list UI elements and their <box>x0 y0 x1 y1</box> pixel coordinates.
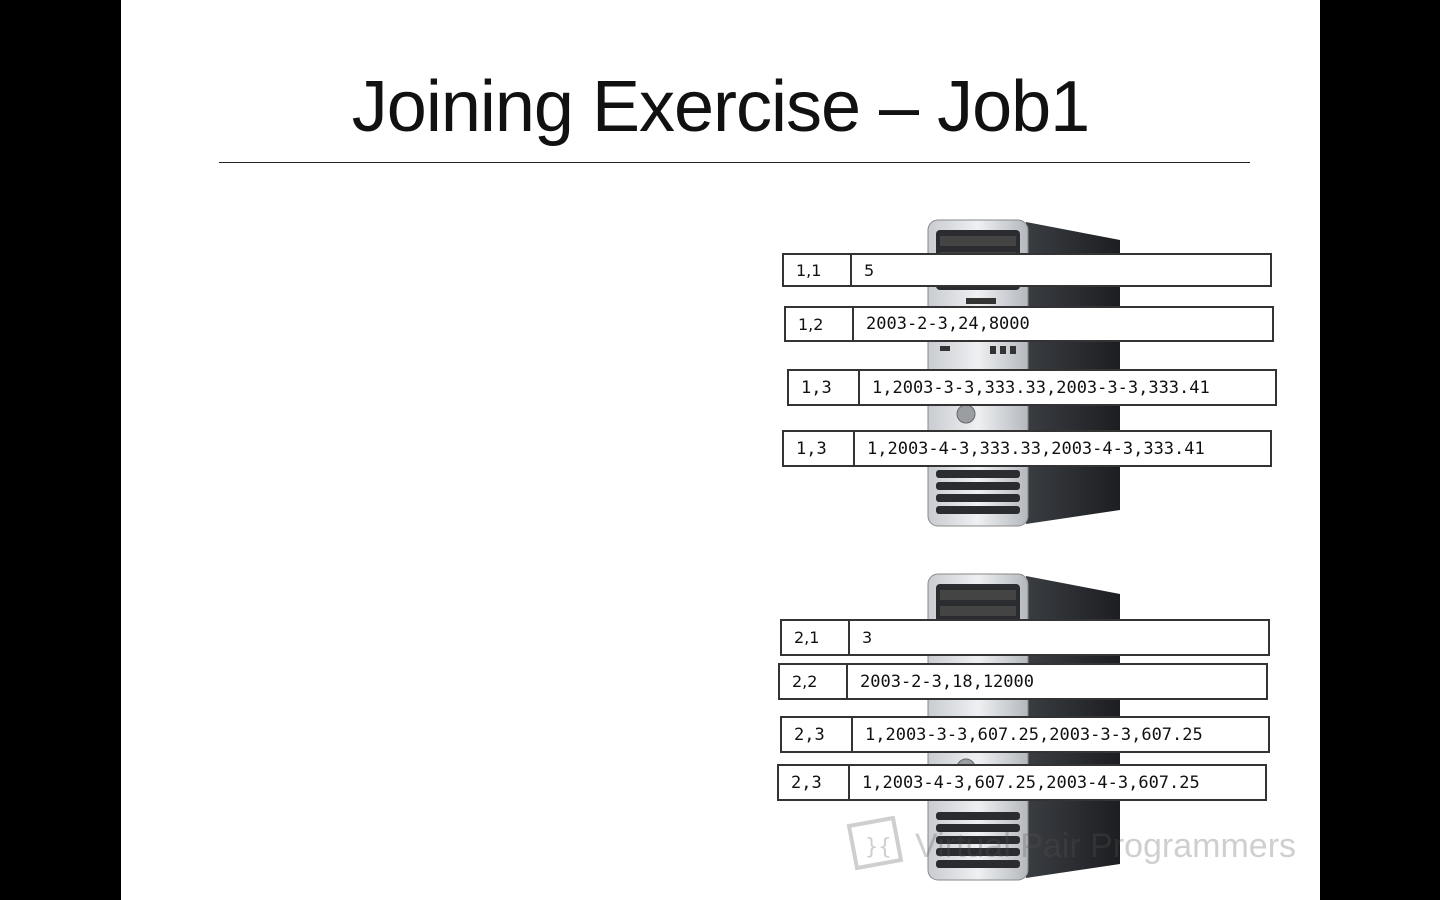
row-value: 3 <box>862 628 873 647</box>
key-value-row: 2,1 3 <box>780 619 1270 656</box>
key-value-row: 2,2 2003-2-3,18,12000 <box>778 663 1268 700</box>
row-value: 1,2003-4-3,333.33,2003-4-3,333.41 <box>867 438 1205 459</box>
row-value: 1,2003-3-3,607.25,2003-3-3,607.25 <box>865 724 1203 745</box>
row-value: 2003-2-3,18,12000 <box>860 671 1034 692</box>
key-value-row: 2,3 1,2003-4-3,607.25,2003-4-3,607.25 <box>777 764 1267 801</box>
title-divider <box>219 162 1250 163</box>
key-value-row: 1,3 1,2003-3-3,333.33,2003-3-3,333.41 <box>787 369 1277 406</box>
row-value: 1,2003-4-3,607.25,2003-4-3,607.25 <box>862 772 1200 793</box>
row-key: 2,3 <box>779 766 850 799</box>
slide-title: Joining Exercise – Job1 <box>351 67 1090 147</box>
row-value: 5 <box>864 260 875 280</box>
row-key: 1,3 <box>789 371 860 404</box>
svg-text:}{: }{ <box>865 835 892 860</box>
key-value-row: 1,2 2003-2-3,24,8000 <box>784 306 1274 342</box>
row-key: 2,2 <box>780 665 848 698</box>
row-value: 1,2003-3-3,333.33,2003-3-3,333.41 <box>872 377 1210 398</box>
vpp-logo-icon: }{ <box>845 815 905 876</box>
watermark: }{ Virtual Pair Programmers <box>845 815 1297 876</box>
watermark-text: Virtual Pair Programmers <box>915 826 1297 865</box>
row-key: 1,1 <box>784 255 852 285</box>
row-value: 2003-2-3,24,8000 <box>866 314 1030 334</box>
key-value-row: 1,1 5 <box>782 253 1272 287</box>
row-key: 1,2 <box>786 308 854 340</box>
key-value-row: 2,3 1,2003-3-3,607.25,2003-3-3,607.25 <box>780 716 1270 753</box>
row-key: 2,3 <box>782 718 853 751</box>
row-key: 1,3 <box>784 432 855 465</box>
key-value-row: 1,3 1,2003-4-3,333.33,2003-4-3,333.41 <box>782 430 1272 467</box>
slide: Joining Exercise – Job1 <box>121 0 1320 900</box>
row-key: 2,1 <box>782 621 850 654</box>
